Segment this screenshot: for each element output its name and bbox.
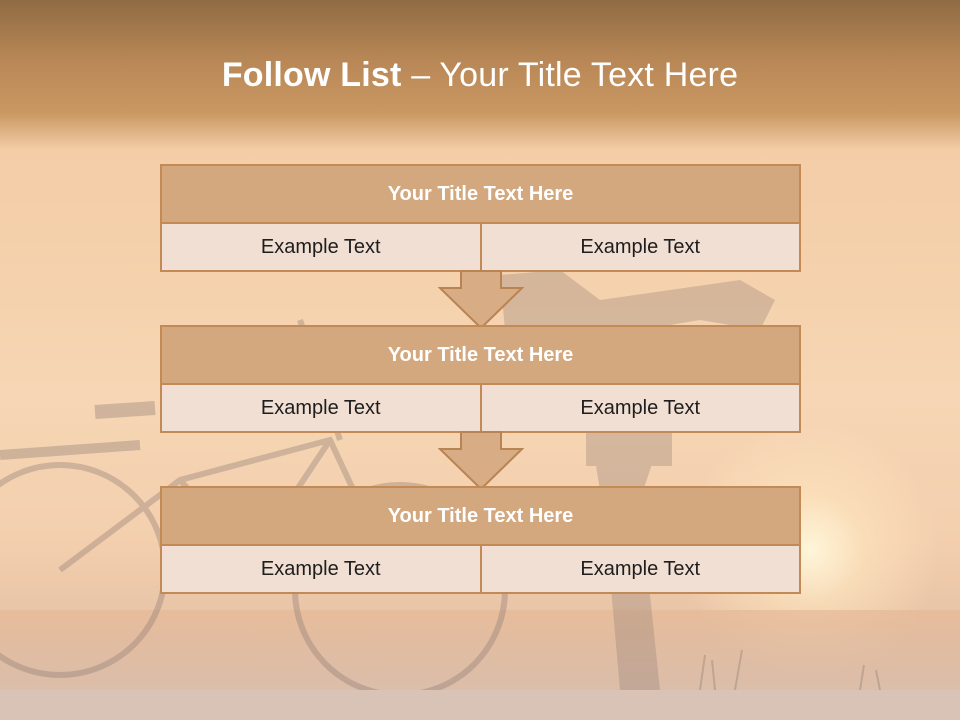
down-arrow-icon (438, 270, 524, 330)
slide-title-rest: – Your Title Text Here (411, 56, 739, 94)
block-cell-left: Example Text (260, 235, 381, 258)
block-title: Your Title Text Here (162, 327, 799, 385)
header-band (0, 0, 960, 150)
block-cell-right: Example Text (479, 224, 800, 270)
bicycle-rear-wheel (0, 462, 168, 678)
block-cell-right: Example Text (479, 385, 800, 431)
slide-title-bold: Follow List (221, 56, 402, 94)
down-arrow-icon (438, 431, 524, 491)
block-cell-right: Example Text (479, 546, 800, 592)
block-title: Your Title Text Here (162, 488, 799, 546)
block-row: Example Text Example Text (162, 385, 799, 431)
bicycle-saddle (94, 401, 156, 419)
grass (699, 649, 881, 691)
list-block-2: Your Title Text Here Example Text Exampl… (160, 325, 801, 433)
slide-title: Follow List – Your Title Text Here (0, 56, 960, 95)
bicycle-rack (0, 440, 141, 460)
block-row: Example Text Example Text (162, 546, 799, 592)
list-block-3: Your Title Text Here Example Text Exampl… (160, 486, 801, 594)
block-cell-left: Example Text (260, 557, 381, 580)
list-block-1: Your Title Text Here Example Text Exampl… (160, 164, 801, 272)
block-title: Your Title Text Here (162, 166, 799, 224)
ground (0, 690, 960, 720)
block-row: Example Text Example Text (162, 224, 799, 270)
block-cell-left: Example Text (260, 396, 381, 419)
